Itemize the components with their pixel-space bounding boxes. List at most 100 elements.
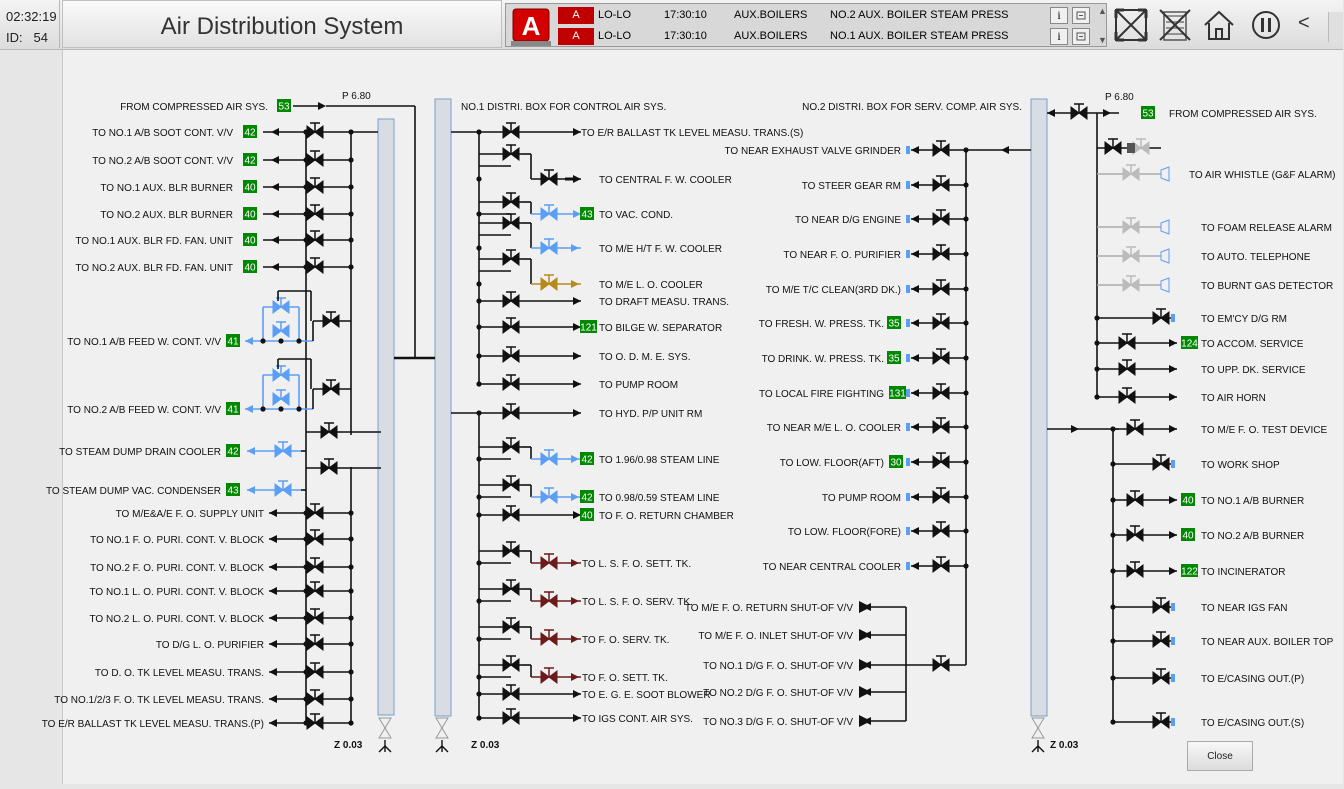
valve-icon[interactable] [306,230,324,247]
shut-off-valve-icon[interactable] [859,686,871,698]
alarm-beacon-icon[interactable]: A [510,5,552,47]
valve-icon[interactable] [322,379,340,396]
valve-icon[interactable] [932,244,950,261]
valve-icon[interactable] [306,257,324,274]
valve-icon[interactable] [932,279,950,296]
alarm-row[interactable]: A LO-LO 17:30:10 AUX.BOILERS NO.1 AUX. B… [558,27,1092,46]
page-link-badge[interactable] [243,153,257,166]
valve-icon[interactable] [1122,246,1140,263]
valve-icon[interactable] [306,634,324,651]
valve-icon[interactable] [502,684,520,701]
valve-icon[interactable] [1152,454,1170,471]
valve-icon[interactable] [1122,164,1140,181]
valve-icon[interactable] [540,274,558,291]
valve-icon[interactable] [502,541,520,558]
valve-icon[interactable] [932,313,950,330]
valve-icon[interactable] [932,487,950,504]
valve-icon[interactable] [1070,103,1088,120]
valve-icon[interactable] [502,403,520,420]
valve-icon[interactable] [540,238,558,255]
page-link-badge[interactable] [580,320,597,333]
valve-icon[interactable] [306,581,324,598]
page-link-badge[interactable] [226,402,240,415]
valve-icon[interactable] [306,122,324,139]
shut-off-valve-icon[interactable] [859,629,871,641]
page-link-badge[interactable] [889,386,906,399]
valve-icon[interactable] [502,655,520,672]
valve-icon[interactable] [932,348,950,365]
valve-icon[interactable] [540,591,558,608]
alarm-row[interactable]: A LO-LO 17:30:10 AUX.BOILERS NO.2 AUX. B… [558,6,1092,25]
valve-icon[interactable] [1126,419,1144,436]
back-button[interactable]: < [1298,12,1310,34]
page-link-badge[interactable] [1181,336,1198,349]
valve-icon[interactable] [502,346,520,363]
page-link-badge[interactable] [243,260,257,273]
valve-icon[interactable] [1118,359,1136,376]
valve-icon[interactable] [1122,217,1140,234]
valve-icon[interactable] [932,655,950,672]
page-link-badge[interactable] [243,207,257,220]
drain-valve-icon[interactable] [435,717,449,739]
valve-icon[interactable] [502,708,520,725]
page-link-badge[interactable] [226,334,240,347]
page-link-badge[interactable] [277,99,291,112]
page-link-badge[interactable] [580,452,594,465]
valve-icon[interactable] [540,449,558,466]
close-button[interactable]: Close [1187,741,1253,771]
valve-icon[interactable] [932,417,950,434]
page-link-badge[interactable] [1141,106,1155,119]
valve-icon[interactable] [932,521,950,538]
valve-icon[interactable] [306,150,324,167]
valve-icon[interactable] [502,144,520,161]
valve-icon[interactable] [502,317,520,334]
page-link-badge[interactable] [1181,564,1198,577]
valve-icon[interactable] [540,667,558,684]
valve-icon[interactable] [274,480,292,497]
valve-icon[interactable] [1132,138,1150,155]
valve-icon[interactable] [306,662,324,679]
alarm-scroll-down-icon[interactable]: ▼ [1098,35,1107,45]
valve-icon[interactable] [272,365,290,382]
alarm-info-button[interactable]: i [1050,7,1068,24]
valve-icon[interactable] [540,169,558,186]
valve-icon[interactable] [502,122,520,139]
valve-icon[interactable] [502,374,520,391]
valve-icon[interactable] [1122,275,1140,292]
home-icon[interactable] [1200,6,1238,44]
valve-icon[interactable] [502,437,520,454]
alarm-scroll-up-icon[interactable]: ▲ [1098,6,1107,16]
fullscreen-icon[interactable] [1112,6,1150,44]
page-link-badge[interactable] [1181,493,1195,506]
page-link-badge[interactable] [580,508,594,521]
valve-icon[interactable] [306,503,324,520]
valve-icon[interactable] [306,713,324,730]
shut-off-valve-icon[interactable] [859,601,871,613]
page-link-badge[interactable] [226,444,240,457]
valve-icon[interactable] [306,529,324,546]
valve-icon[interactable] [1152,712,1170,729]
valve-icon[interactable] [1152,308,1170,325]
page-link-badge[interactable] [226,483,240,496]
valve-icon[interactable] [540,487,558,504]
valve-icon[interactable] [1126,490,1144,507]
valve-icon[interactable] [502,291,520,308]
page-link-badge[interactable] [889,455,903,468]
valve-icon[interactable] [1152,597,1170,614]
valve-icon[interactable] [274,441,292,458]
shut-off-valve-icon[interactable] [859,715,871,727]
page-link-badge[interactable] [243,125,257,138]
valve-icon[interactable] [932,556,950,573]
page-link-badge[interactable] [887,316,901,329]
valve-icon[interactable] [320,458,338,475]
valve-icon[interactable] [502,475,520,492]
valve-icon[interactable] [1152,668,1170,685]
valve-icon[interactable] [502,249,520,266]
mute-alarm-icon[interactable] [1156,6,1194,44]
alarm-info-button[interactable]: i [1050,28,1068,45]
valve-icon[interactable] [272,297,290,314]
valve-icon[interactable] [1152,631,1170,648]
valve-icon[interactable] [1126,525,1144,542]
shut-off-valve-icon[interactable] [859,659,871,671]
valve-icon[interactable] [322,311,340,328]
